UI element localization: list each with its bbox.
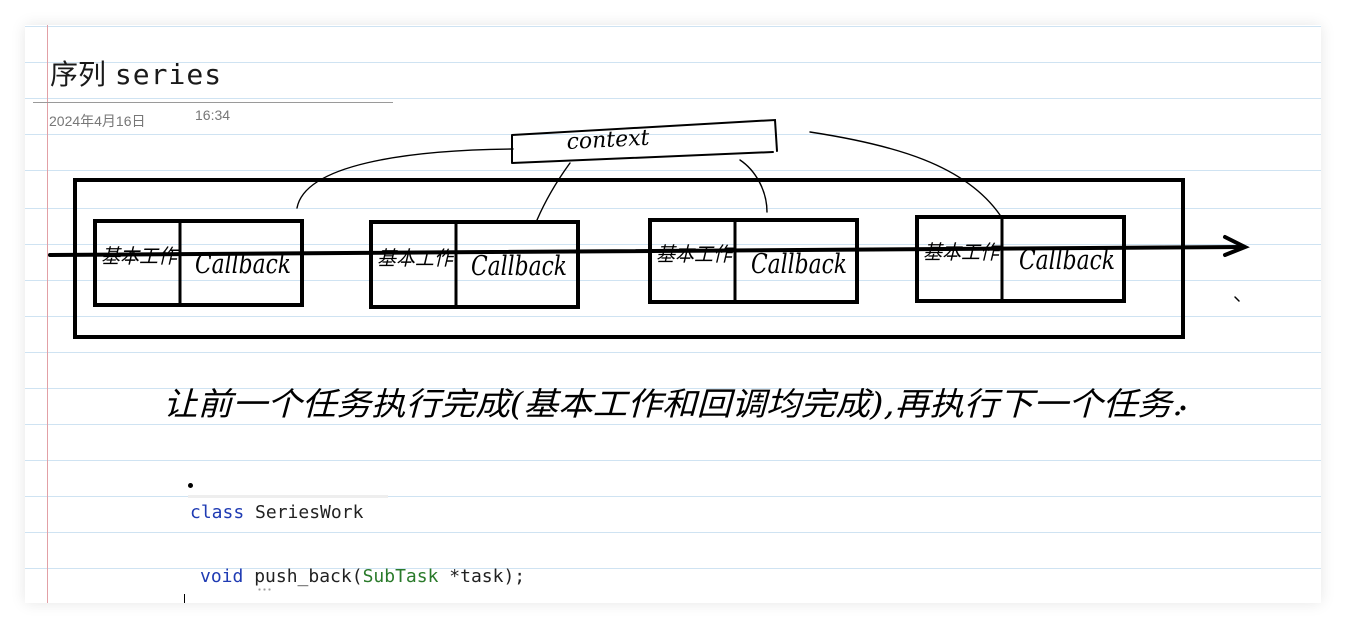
code-type-name: SubTask bbox=[362, 566, 439, 587]
context-label: context bbox=[566, 126, 650, 155]
code-block-handle bbox=[188, 495, 388, 498]
task-1-work: 基本工作 bbox=[101, 244, 180, 268]
note-date: 2024年4月16日 bbox=[49, 113, 146, 129]
ruled-lines bbox=[25, 25, 1321, 603]
task-2-work: 基本工作 bbox=[377, 246, 456, 270]
task-2-callback: Callback bbox=[471, 251, 567, 282]
title-cjk: 序列 bbox=[50, 58, 107, 91]
arrowhead bbox=[1223, 235, 1250, 257]
text-caret bbox=[184, 594, 185, 603]
task-box-3 bbox=[648, 218, 859, 304]
code-line-class[interactable]: class SeriesWork bbox=[190, 502, 363, 523]
margin-line bbox=[47, 25, 48, 603]
timeline-arrow bbox=[48, 245, 1245, 257]
note-page[interactable]: 序列 series 2024年4月16日 16:34 bbox=[25, 25, 1321, 603]
series-container bbox=[73, 178, 1185, 339]
code-params: *task); bbox=[438, 566, 526, 587]
context-link-2 bbox=[536, 162, 571, 221]
code-keyword-class: class bbox=[190, 502, 245, 523]
context-link-1 bbox=[296, 148, 514, 209]
task-3-work: 基本工作 bbox=[656, 242, 735, 266]
task-box-1 bbox=[93, 219, 304, 307]
task-4-work: 基本工作 bbox=[923, 240, 1002, 264]
task-box-2 bbox=[369, 220, 580, 309]
code-keyword-void: void bbox=[200, 566, 244, 587]
diagram-caption: 让前一个任务执行完成(基本工作和回调均完成),再执行下一个任务. bbox=[163, 385, 1183, 423]
code-func-name: push_back( bbox=[254, 566, 363, 587]
task-box-4 bbox=[915, 215, 1126, 303]
page-title[interactable]: 序列 series bbox=[50, 53, 222, 93]
code-class-name: SeriesWork bbox=[255, 502, 364, 523]
task-1-callback: Callback bbox=[195, 249, 291, 280]
context-link-3 bbox=[739, 159, 768, 213]
drag-dots-icon[interactable] bbox=[257, 588, 271, 591]
handwritten-diagram[interactable]: context 基本工作 Callback 基本工作 Callback 基本工作… bbox=[25, 25, 1321, 603]
context-link-4 bbox=[809, 131, 1001, 216]
title-underline bbox=[33, 102, 393, 103]
task-3-callback: Callback bbox=[751, 249, 847, 280]
list-bullet bbox=[188, 483, 193, 488]
title-en: series bbox=[114, 58, 223, 91]
task-4-callback: Callback bbox=[1019, 245, 1115, 276]
code-line-push-back[interactable]: void push_back(SubTask *task); bbox=[200, 566, 525, 587]
note-time: 16:34 bbox=[195, 107, 231, 123]
